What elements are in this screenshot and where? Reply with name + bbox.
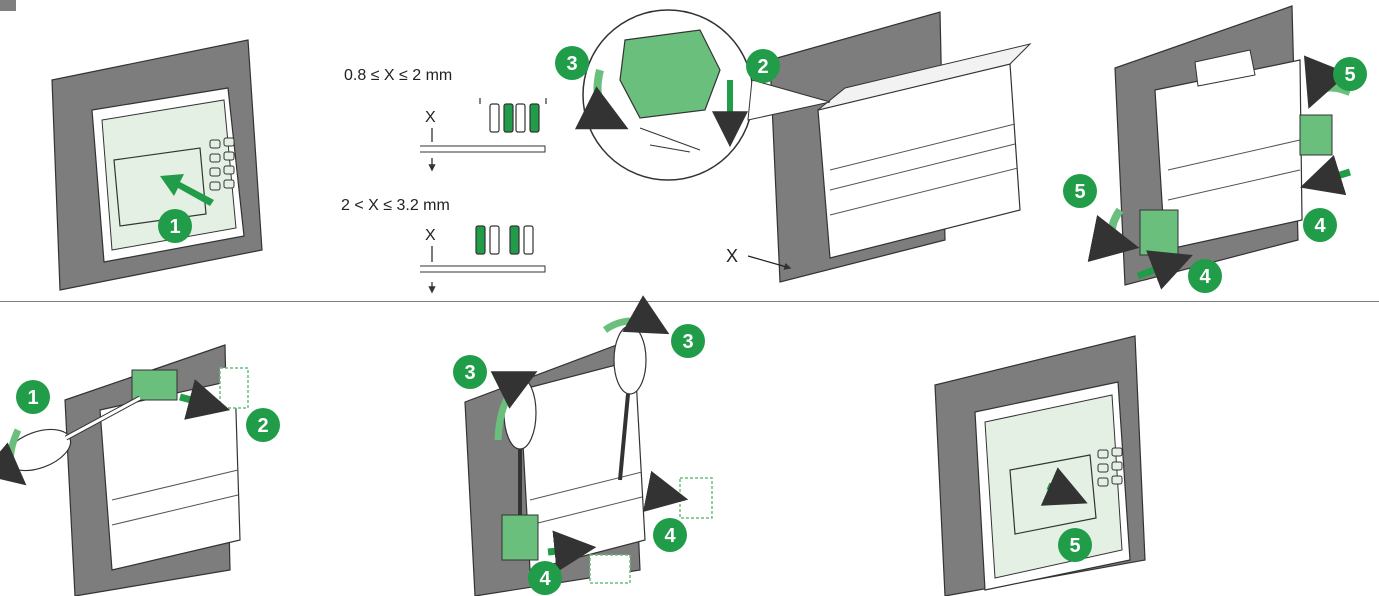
- rotate-arrow-icon: [0, 428, 27, 486]
- clip-icon: [1299, 114, 1333, 156]
- keypad: [1097, 447, 1123, 487]
- thickness-range-2: 2 < X ≤ 3.2 mm: [341, 197, 450, 214]
- push-arrow-icon: [179, 379, 231, 420]
- step-badge: 1: [158, 209, 192, 243]
- corner-marker: [0, 0, 16, 11]
- svg-text:2: 2: [257, 415, 268, 437]
- push-arrow-icon: [1136, 250, 1193, 290]
- svg-text:1: 1: [27, 387, 38, 409]
- svg-text:2: 2: [757, 56, 768, 78]
- step-badge: 3: [555, 46, 589, 80]
- step-badge: 4: [1303, 208, 1337, 242]
- svg-text:5: 5: [1344, 64, 1355, 86]
- clip-icon: [479, 98, 547, 133]
- top-panel-4: 5 5 4 4: [1063, 5, 1367, 293]
- step-badge: 5: [1058, 528, 1092, 562]
- step-badge: 4: [1188, 259, 1222, 293]
- svg-text:5: 5: [1069, 535, 1080, 557]
- bottom-panel-2: 3 3 4 4: [453, 295, 713, 596]
- device-ridges: [1167, 139, 1301, 201]
- clip-icon: [501, 514, 539, 561]
- top-panel-2-thickness: 0.8 ≤ X ≤ 2 mm X 2 < X ≤ 3.2 mm X: [341, 67, 547, 292]
- svg-text:3: 3: [566, 53, 577, 75]
- step-badge: 5: [1063, 174, 1097, 208]
- svg-text:4: 4: [1199, 266, 1211, 288]
- svg-text:3: 3: [464, 362, 475, 384]
- clip-icon: [619, 29, 721, 119]
- thickness-range-1: 0.8 ≤ X ≤ 2 mm: [344, 67, 452, 84]
- device-ridges: [529, 471, 643, 526]
- panel-edge: [420, 145, 546, 153]
- top-panel-1: 1: [51, 39, 263, 291]
- rotate-arrow-icon: [490, 371, 538, 441]
- clip-icon: [131, 369, 178, 401]
- svg-text:4: 4: [664, 525, 676, 547]
- svg-text:1: 1: [169, 216, 180, 238]
- step-badge: 2: [246, 408, 280, 442]
- push-arrow-icon: [642, 470, 689, 513]
- device-body: [519, 359, 646, 571]
- svg-text:5: 5: [1074, 181, 1085, 203]
- svg-text:3: 3: [682, 331, 693, 353]
- clip-icon: [475, 225, 534, 255]
- keypad: [209, 137, 235, 191]
- step-badge: 5: [1333, 57, 1367, 91]
- clip-icon: [219, 367, 249, 409]
- panel-thickness-label: X: [726, 246, 738, 266]
- step-badge: 1: [16, 380, 50, 414]
- push-arrow-icon: [1299, 155, 1352, 196]
- row-divider: [0, 301, 1379, 302]
- zoom-circle: [574, 9, 831, 181]
- device-ridges: [829, 123, 1019, 216]
- clip-icon: [679, 477, 713, 519]
- step-badge: 3: [453, 355, 487, 389]
- step-badge: 3: [671, 324, 705, 358]
- clip-icon: [589, 554, 631, 584]
- rotate-arrow-icon: [1304, 55, 1352, 109]
- dimension-arrow: [747, 255, 792, 270]
- push-arrow-icon: [160, 174, 214, 206]
- panel-edge: [420, 265, 546, 273]
- push-arrow-icon: [1040, 467, 1088, 506]
- thickness-x-label-2: X: [425, 227, 436, 244]
- push-arrow-icon: [547, 530, 597, 573]
- thickness-x-label-1: X: [425, 109, 436, 126]
- terminal-block: [1194, 49, 1256, 87]
- bottom-panel-1: 1 2: [0, 344, 280, 596]
- step-badge: 2: [746, 49, 780, 83]
- clip-icon: [1139, 209, 1179, 256]
- bottom-panel-3: 5: [934, 335, 1146, 596]
- top-panel-3: 3 2 X: [555, 9, 1032, 283]
- svg-text:4: 4: [1314, 215, 1326, 237]
- step-badge: 4: [528, 561, 562, 595]
- device-top: [817, 43, 1032, 111]
- rotate-arrow-icon: [1087, 207, 1140, 262]
- device-ridges: [111, 469, 239, 526]
- svg-text:4: 4: [539, 568, 551, 590]
- display-window: [113, 147, 207, 227]
- screwdriver-icon: [613, 325, 647, 481]
- rotate-arrow-icon: [574, 69, 629, 130]
- step-badge: 4: [653, 518, 687, 552]
- rotate-arrow-icon: [602, 295, 670, 335]
